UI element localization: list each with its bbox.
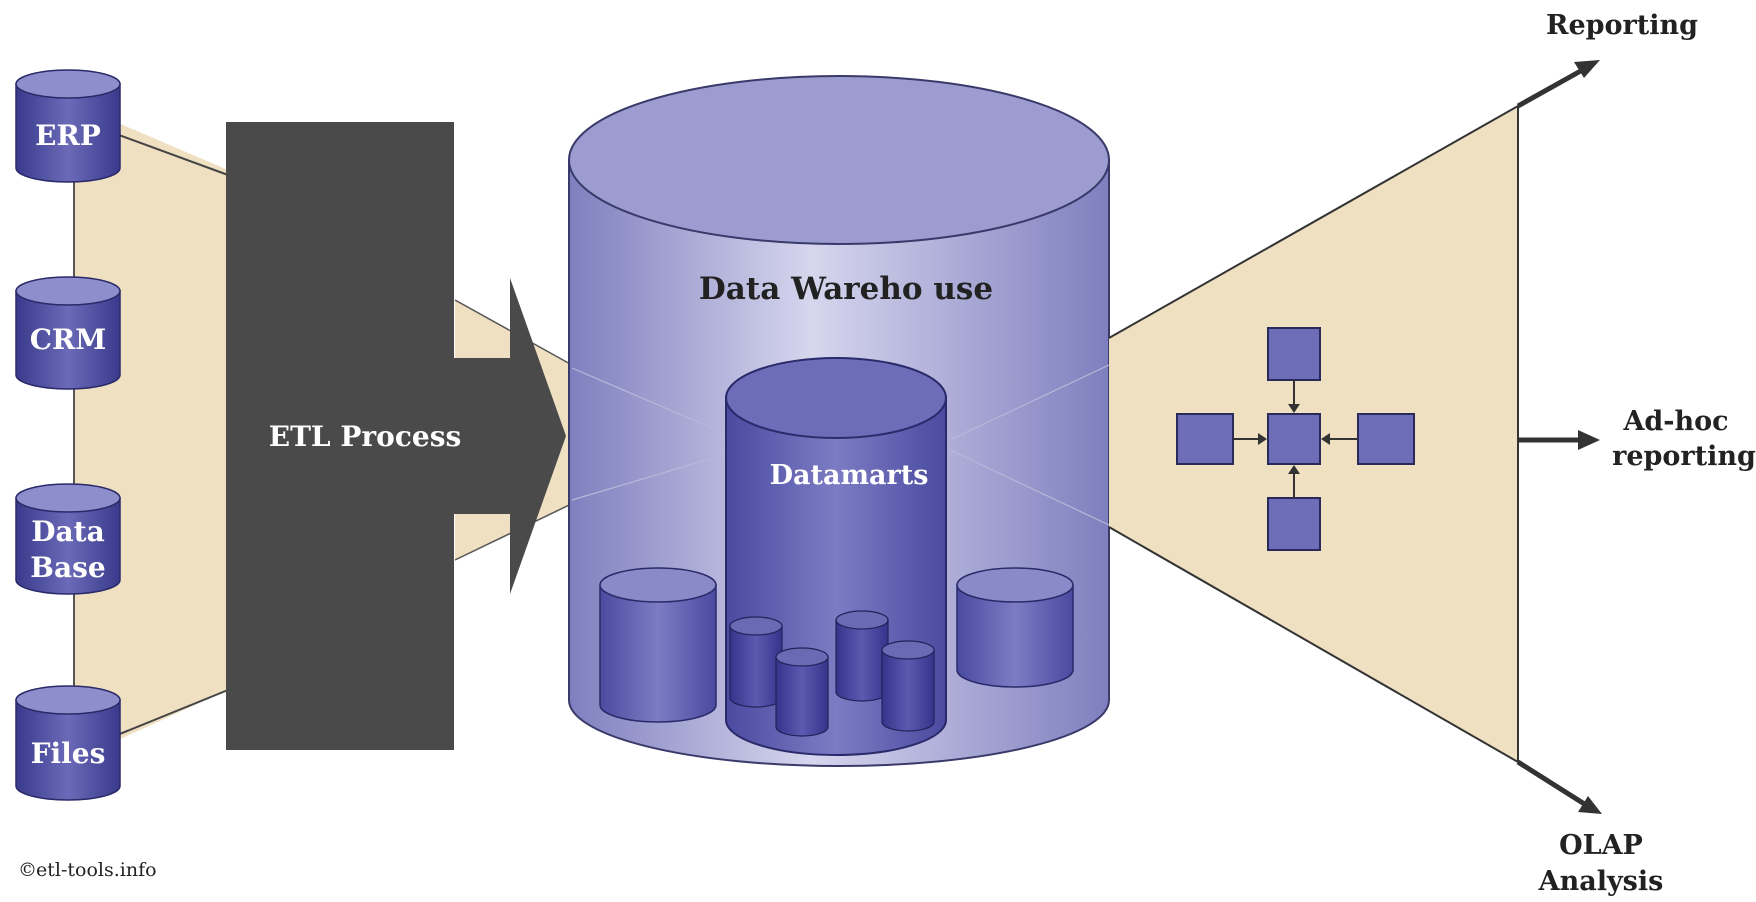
output-label-olap-line1: OLAP bbox=[1559, 830, 1643, 861]
output-label-reporting: Reporting bbox=[1546, 10, 1698, 41]
output-label-adhoc-line2: reporting bbox=[1612, 441, 1756, 472]
warehouse-side-cylinder-right bbox=[956, 567, 1074, 688]
datamarts-label: Datamarts bbox=[770, 460, 929, 491]
warehouse-fan-line bbox=[571, 449, 741, 501]
source-label-crm: CRM bbox=[30, 323, 107, 356]
cube-center bbox=[1267, 413, 1321, 465]
warehouse-fan-line bbox=[571, 367, 741, 441]
olap-cube-network-icon bbox=[1176, 327, 1415, 551]
copyright-symbol: © bbox=[18, 859, 37, 881]
copyright-text: etl-tools.info bbox=[36, 859, 157, 881]
etl-output-arrow bbox=[454, 278, 566, 594]
database-cylinder-icon bbox=[15, 69, 121, 183]
etl-process-label: ETL Process bbox=[269, 420, 462, 453]
arrow-icon bbox=[1516, 60, 1600, 109]
arrow-icon bbox=[1516, 759, 1602, 814]
warehouse-fan-line bbox=[949, 449, 1110, 526]
output-label-olap-line2: Analysis bbox=[1538, 866, 1664, 897]
source-files: Files bbox=[15, 685, 121, 801]
database-cylinder-icon bbox=[15, 276, 121, 390]
datamart-mini-cylinder bbox=[881, 640, 935, 732]
source-funnel bbox=[74, 104, 228, 760]
data-warehouse-label: Data Wareho use bbox=[699, 271, 993, 307]
source-label-database-line1: Data bbox=[31, 515, 105, 548]
etl-process-box bbox=[226, 122, 454, 750]
warehouse-side-cylinder-left bbox=[599, 567, 717, 723]
datamart-mini-cylinder bbox=[835, 610, 889, 702]
source-label-database-line2: Base bbox=[30, 551, 105, 584]
output-funnel-edge-top bbox=[1108, 105, 1519, 339]
source-label-files: Files bbox=[31, 737, 106, 770]
datamart-mini-cylinder bbox=[729, 616, 783, 708]
database-cylinder-icon bbox=[15, 483, 121, 595]
cube-bottom bbox=[1267, 497, 1321, 551]
source-erp: ERP bbox=[15, 69, 121, 183]
source-crm: CRM bbox=[15, 276, 121, 390]
funnel-edge-top bbox=[99, 127, 229, 176]
funnel-edge-bottom bbox=[99, 689, 229, 743]
cube-right bbox=[1357, 413, 1415, 465]
datamart-mini-cylinder bbox=[775, 647, 829, 737]
source-database: Data Base bbox=[15, 483, 121, 595]
source-label-erp: ERP bbox=[35, 119, 101, 152]
output-funnel-edge-bottom bbox=[1108, 526, 1519, 763]
warehouse-fan-line bbox=[949, 364, 1110, 441]
arrow-icon bbox=[1518, 430, 1600, 450]
database-cylinder-icon bbox=[15, 685, 121, 801]
cube-top bbox=[1267, 327, 1321, 381]
output-label-adhoc-line1: Ad-hoc bbox=[1622, 406, 1728, 437]
cube-left bbox=[1176, 413, 1234, 465]
